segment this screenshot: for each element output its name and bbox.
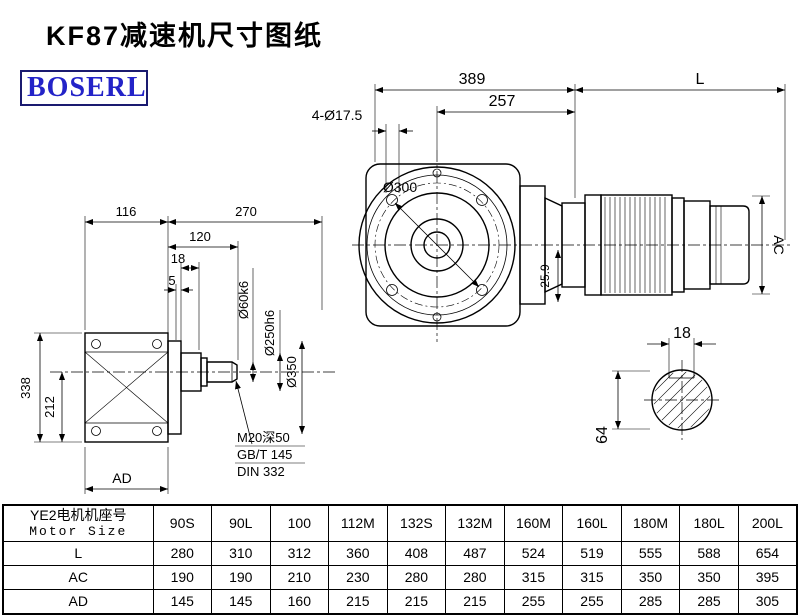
dim-338: 338 [18,377,33,399]
dim-257: 257 [489,93,516,110]
motor-frame-column-header: 112M [328,504,388,542]
dim-AC: AC [771,235,787,254]
dimension-value-cell: 395 [737,564,798,590]
dimension-value-cell: 215 [328,588,388,614]
motor-frame-column-header: 90S [152,504,213,542]
dim-64: 64 [594,426,611,444]
dim-AD: AD [112,470,131,486]
row-label: AD [2,588,154,614]
dimension-value-cell: 215 [445,588,505,614]
centerlines [50,150,790,440]
dimension-value-cell: 408 [386,540,447,566]
page-title: KF87减速机尺寸图纸 [46,21,324,51]
dimension-value-cell: 255 [503,588,564,614]
motor-frame-column-header: 132M [445,504,505,542]
dimension-value-cell: 215 [386,588,447,614]
dimension-value-cell: 350 [679,564,739,590]
motor-frame-column-header: 132S [386,504,447,542]
motor-frame-column-header: 160L [562,504,622,542]
dimension-value-cell: 360 [328,540,388,566]
dimension-value-cell: 190 [211,564,271,590]
brand-text: BOSERL [27,72,147,103]
dim-212: 212 [42,396,57,418]
dimension-value-cell: 310 [211,540,271,566]
dimension-value-cell: 315 [503,564,564,590]
motor-view [544,194,750,296]
dim-flange-dia: Ø350 [284,356,299,388]
dim-mounting-holes: 4-Ø17.5 [312,107,363,123]
tap-callout-line2: GB/T 145 [237,447,292,462]
dimension-value-cell: 305 [737,588,798,614]
motor-fins [604,197,666,293]
row-label: AC [2,564,154,590]
table-header-cn: YE2电机机座号 [30,507,127,524]
dim-L: L [696,71,705,88]
dimension-value-cell: 285 [679,588,739,614]
dim-bolt-circle: Ø300 [383,179,417,195]
tap-callout-line3: DIN 332 [237,464,285,479]
dim-389: 389 [459,71,486,88]
table-header-en: Motor Size [29,523,128,539]
motor-frame-column-header: 180M [620,504,681,542]
gearbox-side-view [84,332,238,443]
dimension-value-cell: 654 [737,540,798,566]
dimension-value-cell: 145 [211,588,271,614]
motor-frame-column-header: 90L [211,504,271,542]
dimension-value-cell: 555 [620,540,681,566]
brand-logo: BOSERL [20,70,148,106]
dim-key-width-18: 18 [673,325,691,342]
tap-callout-line1: M20深50 [237,430,290,445]
dimension-value-cell: 487 [445,540,505,566]
dimension-drawing: 389 L 257 4-Ø17.5 Ø300 116 270 120 18 5 [18,71,790,494]
dimension-value-cell: 230 [328,564,388,590]
dim-116: 116 [116,204,137,219]
dimension-value-cell: 190 [152,564,213,590]
dimensions-left-view: 116 270 120 18 5 338 212 AD Ø60k6 Ø250h6… [18,204,323,494]
dimension-value-cell: 524 [503,540,564,566]
dimension-value-cell: 145 [152,588,213,614]
dimensions-end-view: 18 64 [594,325,716,444]
dim-25-9: 25.9 [538,264,552,288]
motor-frame-column-header: 200L [737,504,798,542]
dim-18-left: 18 [171,251,185,266]
dimension-value-cell: 588 [679,540,739,566]
dimension-value-cell: 519 [562,540,622,566]
dimension-value-cell: 160 [269,588,330,614]
motor-frame-column-header: 180L [679,504,739,542]
table-header-motor-size: YE2电机机座号 Motor Size [2,504,154,542]
dimension-value-cell: 280 [445,564,505,590]
dimension-value-cell: 210 [269,564,330,590]
dimensions-motor: 25.9 AC [538,195,787,302]
motor-frame-column-header: 100 [269,504,330,542]
dimension-value-cell: 285 [620,588,681,614]
dim-120: 120 [189,229,211,244]
dimension-value-cell: 280 [152,540,213,566]
dim-shaft-dia: Ø60k6 [236,281,251,319]
dimension-value-cell: 280 [386,564,447,590]
dimension-value-cell: 312 [269,540,330,566]
dimension-value-cell: 350 [620,564,681,590]
dim-270: 270 [235,204,257,219]
motor-frame-column-header: 160M [503,504,564,542]
row-label: L [2,540,154,566]
dim-5: 5 [168,273,175,288]
dimension-value-cell: 255 [562,588,622,614]
dimension-value-cell: 315 [562,564,622,590]
dim-spigot-dia: Ø250h6 [262,310,277,356]
dimensions-top: 389 L 257 4-Ø17.5 Ø300 [312,71,786,288]
